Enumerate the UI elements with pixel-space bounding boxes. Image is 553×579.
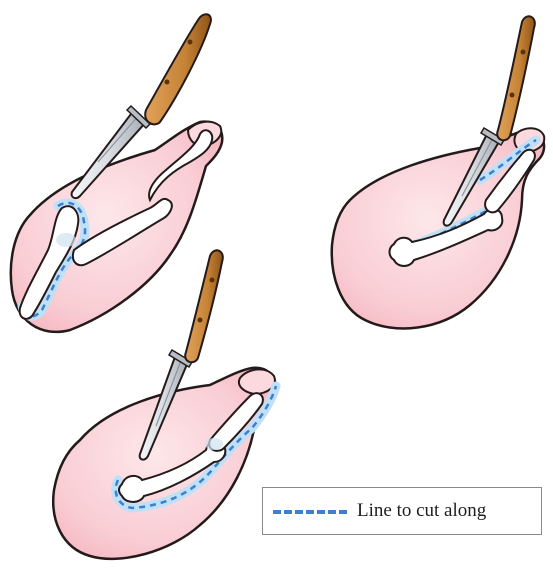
panel-step-1: [11, 14, 222, 332]
dashed-line-icon: [273, 510, 347, 514]
legend-label: Line to cut along: [357, 500, 486, 522]
panel-step-2: [332, 16, 545, 328]
legend: Line to cut along: [262, 487, 542, 535]
shank-end-3: [239, 369, 275, 394]
